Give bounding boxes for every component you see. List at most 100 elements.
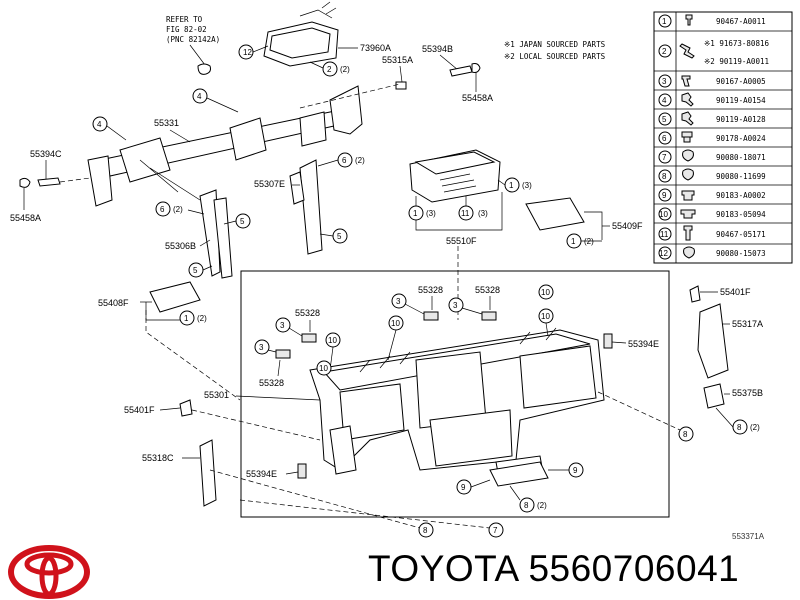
clips-55328: 55328 3 55328 3 55328 3 55328 3 10 10 10… bbox=[254, 284, 554, 388]
svg-text:3: 3 bbox=[396, 297, 401, 306]
callout-7 bbox=[488, 522, 504, 538]
nut-icon bbox=[682, 149, 694, 162]
legend-num-1: 1 bbox=[662, 17, 667, 26]
bracket-55307E: 55307E 6 (2) 5 bbox=[254, 152, 365, 255]
legend-table: 1 90467-A0011 2 ※1 91673-80816 ※2 90119-… bbox=[653, 11, 793, 264]
svg-text:9: 9 bbox=[573, 466, 578, 475]
reinforcement-beam: 4 4 55331 bbox=[87, 83, 401, 207]
nut-icon bbox=[681, 131, 693, 143]
legend-pn-2a: ※1 91673-80816 bbox=[704, 39, 769, 48]
svg-text:3: 3 bbox=[453, 301, 458, 310]
label-55331: 55331 bbox=[154, 118, 179, 128]
svg-text:8: 8 bbox=[737, 423, 742, 432]
svg-text:3: 3 bbox=[280, 321, 285, 330]
bolt-icon bbox=[681, 75, 691, 87]
label-55306B: 55306B bbox=[165, 241, 196, 251]
svg-text:(2): (2) bbox=[750, 423, 760, 432]
bolt-group-left: 55394C 55458A bbox=[10, 149, 91, 223]
legend-pn-1: 90467-A0011 bbox=[716, 17, 766, 26]
svg-text:8: 8 bbox=[524, 501, 529, 510]
label-73960A: 73960A bbox=[360, 43, 391, 53]
label-55458A-left: 55458A bbox=[10, 213, 41, 223]
svg-text:(2): (2) bbox=[537, 501, 547, 510]
reference-note: REFER TO FIG 82-02 (PNC 82142A) bbox=[166, 15, 220, 75]
screw-icon bbox=[679, 43, 695, 59]
callout-1d bbox=[179, 310, 195, 326]
svg-text:1: 1 bbox=[184, 314, 189, 323]
legend-pn-5: 90119-A0128 bbox=[716, 115, 766, 124]
legend-pn-4: 90119-A0154 bbox=[716, 96, 766, 105]
callout-8d bbox=[519, 497, 535, 513]
svg-text:8: 8 bbox=[683, 430, 688, 439]
svg-text:(2): (2) bbox=[355, 156, 365, 165]
callout-3b bbox=[448, 297, 464, 313]
clip-icon bbox=[683, 225, 693, 241]
callout-2a bbox=[322, 61, 338, 77]
svg-text:(3): (3) bbox=[478, 209, 488, 218]
screw-icon bbox=[681, 111, 694, 126]
label-55394E-right: 55394E bbox=[628, 339, 659, 349]
legend-pn-10: 90183-05094 bbox=[716, 210, 766, 219]
bolt-group-top: 55394B 55315A 55458A bbox=[382, 44, 493, 103]
left-bottom-parts: 55401F 55318C 55394E 8 7 bbox=[124, 399, 504, 538]
svg-text:(2): (2) bbox=[584, 237, 594, 246]
label-55307E: 55307E bbox=[254, 179, 285, 189]
bottom-bracket: 9 9 8 (2) bbox=[456, 461, 584, 513]
legend-pn-2b: ※2 90119-A0011 bbox=[704, 57, 769, 66]
legend-num-5: 5 bbox=[662, 115, 667, 124]
reference-note-line-3: (PNC 82142A) bbox=[166, 35, 220, 44]
legend-pn-3: 90167-A0005 bbox=[716, 77, 766, 86]
note-local-sourced: ※2 LOCAL SOURCED PARTS bbox=[504, 52, 606, 61]
label-55328-c: 55328 bbox=[295, 308, 320, 318]
legend-num-12: 12 bbox=[659, 249, 668, 258]
svg-text:11: 11 bbox=[461, 209, 470, 218]
label-55315A: 55315A bbox=[382, 55, 413, 65]
svg-text:3: 3 bbox=[259, 343, 264, 352]
legend-num-6: 6 bbox=[662, 134, 667, 143]
label-55510F: 55510F bbox=[446, 236, 477, 246]
label-55328-a: 55328 bbox=[418, 285, 443, 295]
legend-num-7: 7 bbox=[662, 153, 667, 162]
legend-num-3: 3 bbox=[662, 77, 667, 86]
label-55394C: 55394C bbox=[30, 149, 62, 159]
svg-text:9: 9 bbox=[461, 483, 466, 492]
clip-nut-icon bbox=[680, 209, 696, 219]
callout-8a bbox=[678, 426, 694, 442]
svg-text:(2): (2) bbox=[340, 65, 350, 74]
svg-text:5: 5 bbox=[193, 266, 198, 275]
label-55408F: 55408F bbox=[98, 298, 129, 308]
instrument-panel-body: 55301 bbox=[204, 327, 605, 485]
svg-text:10: 10 bbox=[541, 312, 550, 321]
svg-text:(2): (2) bbox=[197, 314, 207, 323]
panel-55408F: 55408F 1 (2) bbox=[98, 281, 241, 401]
right-side-parts: 55394E 55401F 55317A 55375B 8 (2) 8 bbox=[597, 285, 763, 442]
label-55394E-bottom: 55394E bbox=[246, 469, 277, 479]
legend-num-10: 10 bbox=[659, 210, 668, 219]
callout-6a bbox=[155, 201, 171, 217]
label-55401F-right: 55401F bbox=[720, 287, 751, 297]
svg-text:4: 4 bbox=[197, 92, 202, 101]
clip-icon bbox=[685, 14, 693, 26]
callout-10e bbox=[316, 360, 332, 376]
label-55394B: 55394B bbox=[422, 44, 453, 54]
callout-4b bbox=[92, 116, 108, 132]
svg-text:6: 6 bbox=[342, 156, 347, 165]
label-55317A: 55317A bbox=[732, 319, 763, 329]
callout-10a bbox=[538, 284, 554, 300]
toyota-logo-icon bbox=[8, 545, 90, 599]
label-55318C: 55318C bbox=[142, 453, 174, 463]
nut-icon bbox=[682, 168, 694, 181]
svg-text:5: 5 bbox=[240, 217, 245, 226]
svg-text:1: 1 bbox=[509, 181, 514, 190]
callout-3a bbox=[391, 293, 407, 309]
label-55375B: 55375B bbox=[732, 388, 763, 398]
svg-text:10: 10 bbox=[541, 288, 550, 297]
svg-text:2: 2 bbox=[327, 65, 332, 74]
legend-num-4: 4 bbox=[662, 96, 667, 105]
legend-num-9: 9 bbox=[662, 191, 667, 200]
screw-icon bbox=[681, 92, 694, 107]
callout-8b bbox=[418, 522, 434, 538]
label-55328-d: 55328 bbox=[259, 378, 284, 388]
callout-3c bbox=[275, 317, 291, 333]
